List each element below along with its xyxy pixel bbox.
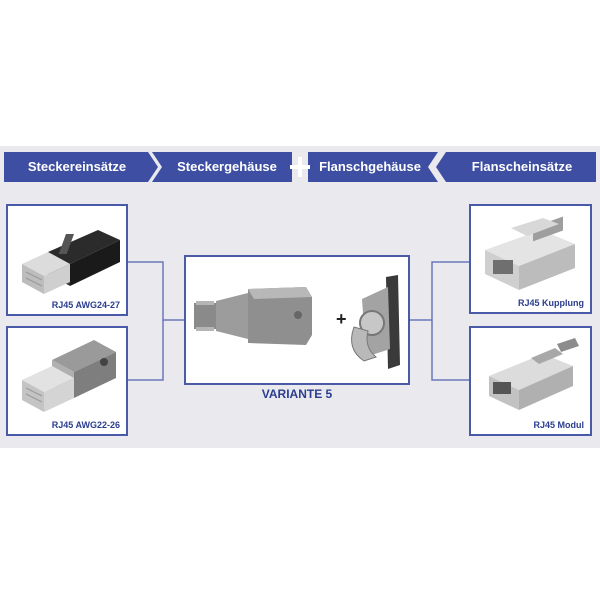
caption-rj45-modul: RJ45 Modul (533, 420, 584, 430)
caption-rj45-awg24-27: RJ45 AWG24-27 (51, 300, 120, 310)
header-segment-3-shape (308, 152, 438, 182)
rj45-kupplung-image (485, 216, 575, 290)
rj45-modul-image (489, 338, 579, 410)
header-segment-4-shape (436, 152, 596, 182)
flange-insert-modul-box: RJ45 Modul (469, 326, 592, 436)
header-plus-v (298, 157, 302, 177)
variante-5-caption: VARIANTE 5 (261, 387, 333, 401)
rj45-plug-awg22-26-image (22, 340, 116, 412)
header-bar (0, 152, 600, 182)
plug-insert-awg22-26-box: RJ45 AWG22-26 (6, 326, 128, 436)
left-bottom-connector (128, 320, 164, 381)
caption-rj45-kupplung: RJ45 Kupplung (517, 298, 584, 308)
header-segment-1-shape (4, 152, 158, 182)
caption-rj45-awg22-26: RJ45 AWG22-26 (51, 420, 120, 430)
flange-insert-kupplung-box: RJ45 Kupplung (469, 204, 592, 314)
plug-housing-and-flange-image: + (194, 275, 400, 369)
header-segment-2-shape (152, 152, 292, 182)
center-plus-sign: + (336, 309, 347, 329)
header-label-flanschgehaeuse: Flanschgehäuse (319, 159, 421, 174)
plug-insert-awg24-27-box: RJ45 AWG24-27 (6, 204, 128, 316)
left-top-connector (128, 261, 184, 321)
rj45-plug-awg24-27-image (22, 230, 120, 294)
header-label-steckereinsaetze: Steckereinsätze (27, 159, 127, 174)
right-bottom-connector (431, 320, 469, 381)
right-top-connector (410, 261, 469, 321)
variante-5-box: + (184, 255, 410, 385)
header-label-steckergehaeuse: Steckergehäuse (177, 159, 277, 174)
header-label-flanscheinsaetze: Flanscheinsätze (471, 159, 573, 174)
